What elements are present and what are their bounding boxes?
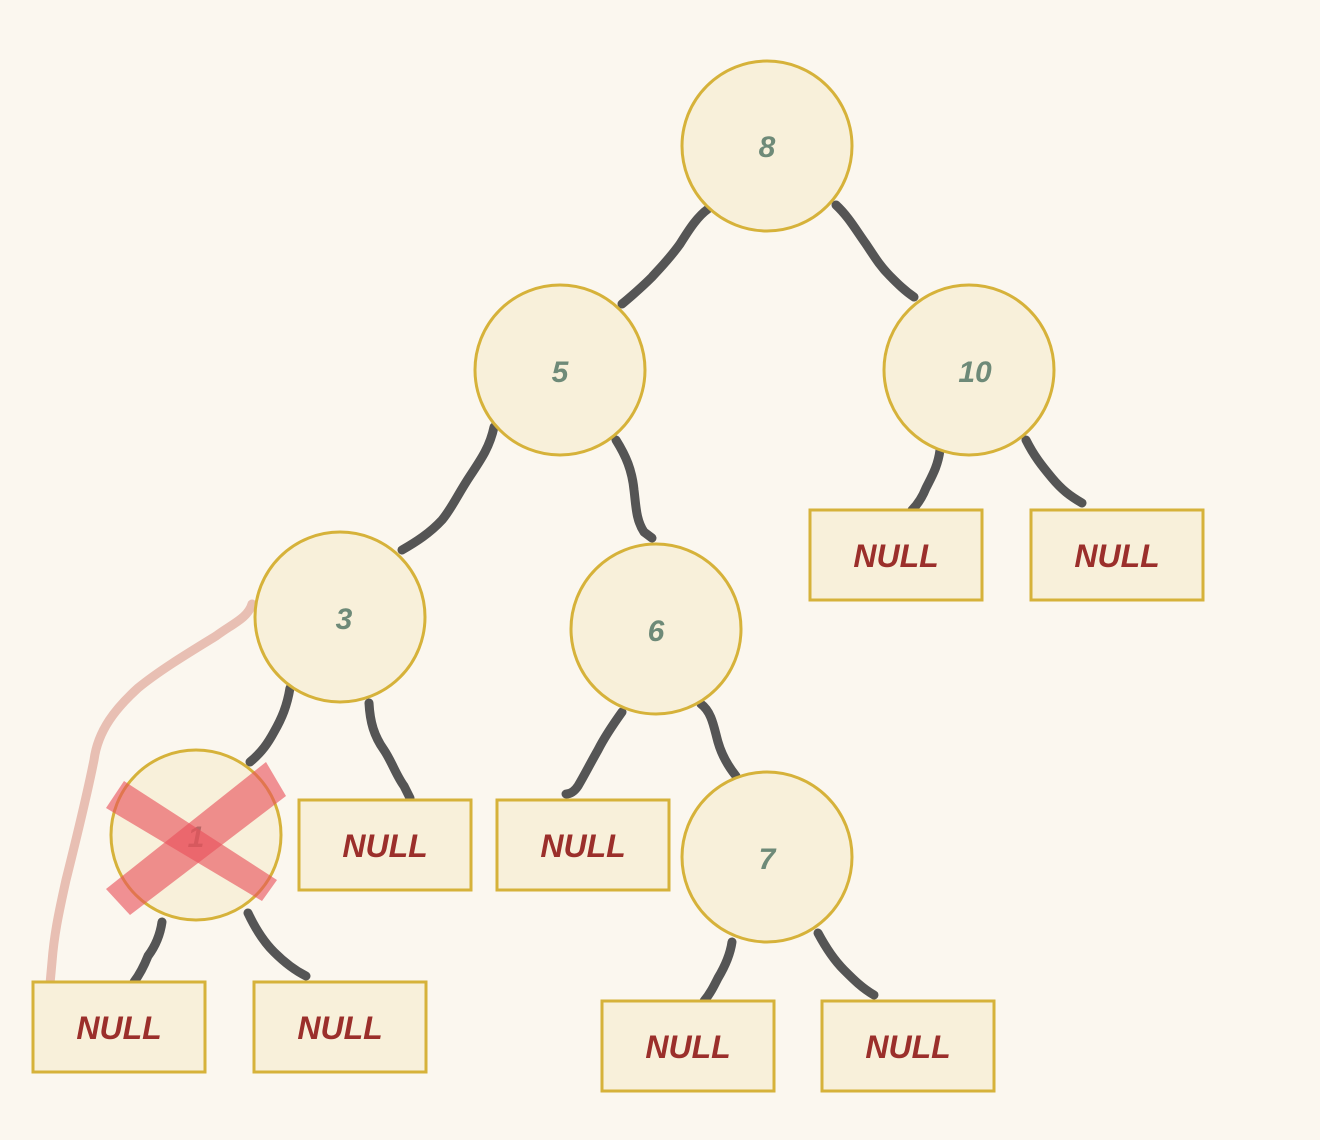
edge-6-7 [696,699,741,781]
null-leaf-10-right: NULL [1029,508,1205,602]
null-label: NULL [853,538,938,574]
null-leaf-7-right: NULL [820,999,996,1093]
null-label: NULL [540,828,625,864]
node-label: 6 [648,615,665,648]
edge-7-null-left [699,937,737,1006]
tree-node-6: 6 [569,542,743,716]
null-label: NULL [1074,538,1159,574]
node-circle [680,59,854,233]
node-label: 8 [759,131,776,164]
null-box [808,508,984,602]
null-leaf-1-right: NULL [252,980,428,1074]
node-circle [680,770,854,944]
edge-1-null-right [243,908,311,981]
edge-3-null [364,698,415,803]
tree-node-5: 5 [473,283,647,457]
null-label: NULL [297,1010,382,1046]
null-leaf-6-left: NULL [495,798,671,892]
edge-1-null-left [129,917,167,987]
null-box [600,999,776,1093]
null-label: NULL [76,1010,161,1046]
null-box [820,999,996,1093]
reconnect-link-line [45,599,257,989]
edge-5-3 [397,422,499,555]
null-label: NULL [342,828,427,864]
tree-node-7: 7 [680,770,854,944]
null-label: NULL [865,1029,950,1065]
edge-10-null-left [907,445,945,515]
delete-cross-icon [106,762,286,915]
node-label: 7 [759,843,777,876]
null-label: NULL [645,1029,730,1065]
tree-node-10: 10 [882,283,1056,457]
tree-node-8: 8 [680,59,854,233]
null-leaf-3-right: NULL [297,798,473,892]
null-leaf-7-left: NULL [600,999,776,1093]
null-leaf-10-left: NULL [808,508,984,602]
node-label: 3 [336,603,353,636]
edge-8-5 [617,204,713,309]
node-circle [882,283,1056,457]
node-circle [473,283,647,457]
edge-10-null-right [1021,435,1087,508]
edge-5-6 [611,435,657,543]
tree-edges [129,200,1087,1006]
node-label: 10 [958,356,992,389]
edge-7-null-right [813,928,879,1000]
null-box [31,980,207,1074]
null-box [297,798,473,892]
edge-6-null [561,707,627,799]
node-label: 5 [552,356,570,389]
null-box [252,980,428,1074]
node-circle [569,542,743,716]
null-box [495,798,671,892]
null-leaf-1-left: NULL [31,980,207,1074]
edge-3-1 [245,683,295,767]
tree-node-3: 3 [253,530,427,704]
edge-8-10 [831,200,919,302]
null-box [1029,508,1205,602]
node-circle [253,530,427,704]
